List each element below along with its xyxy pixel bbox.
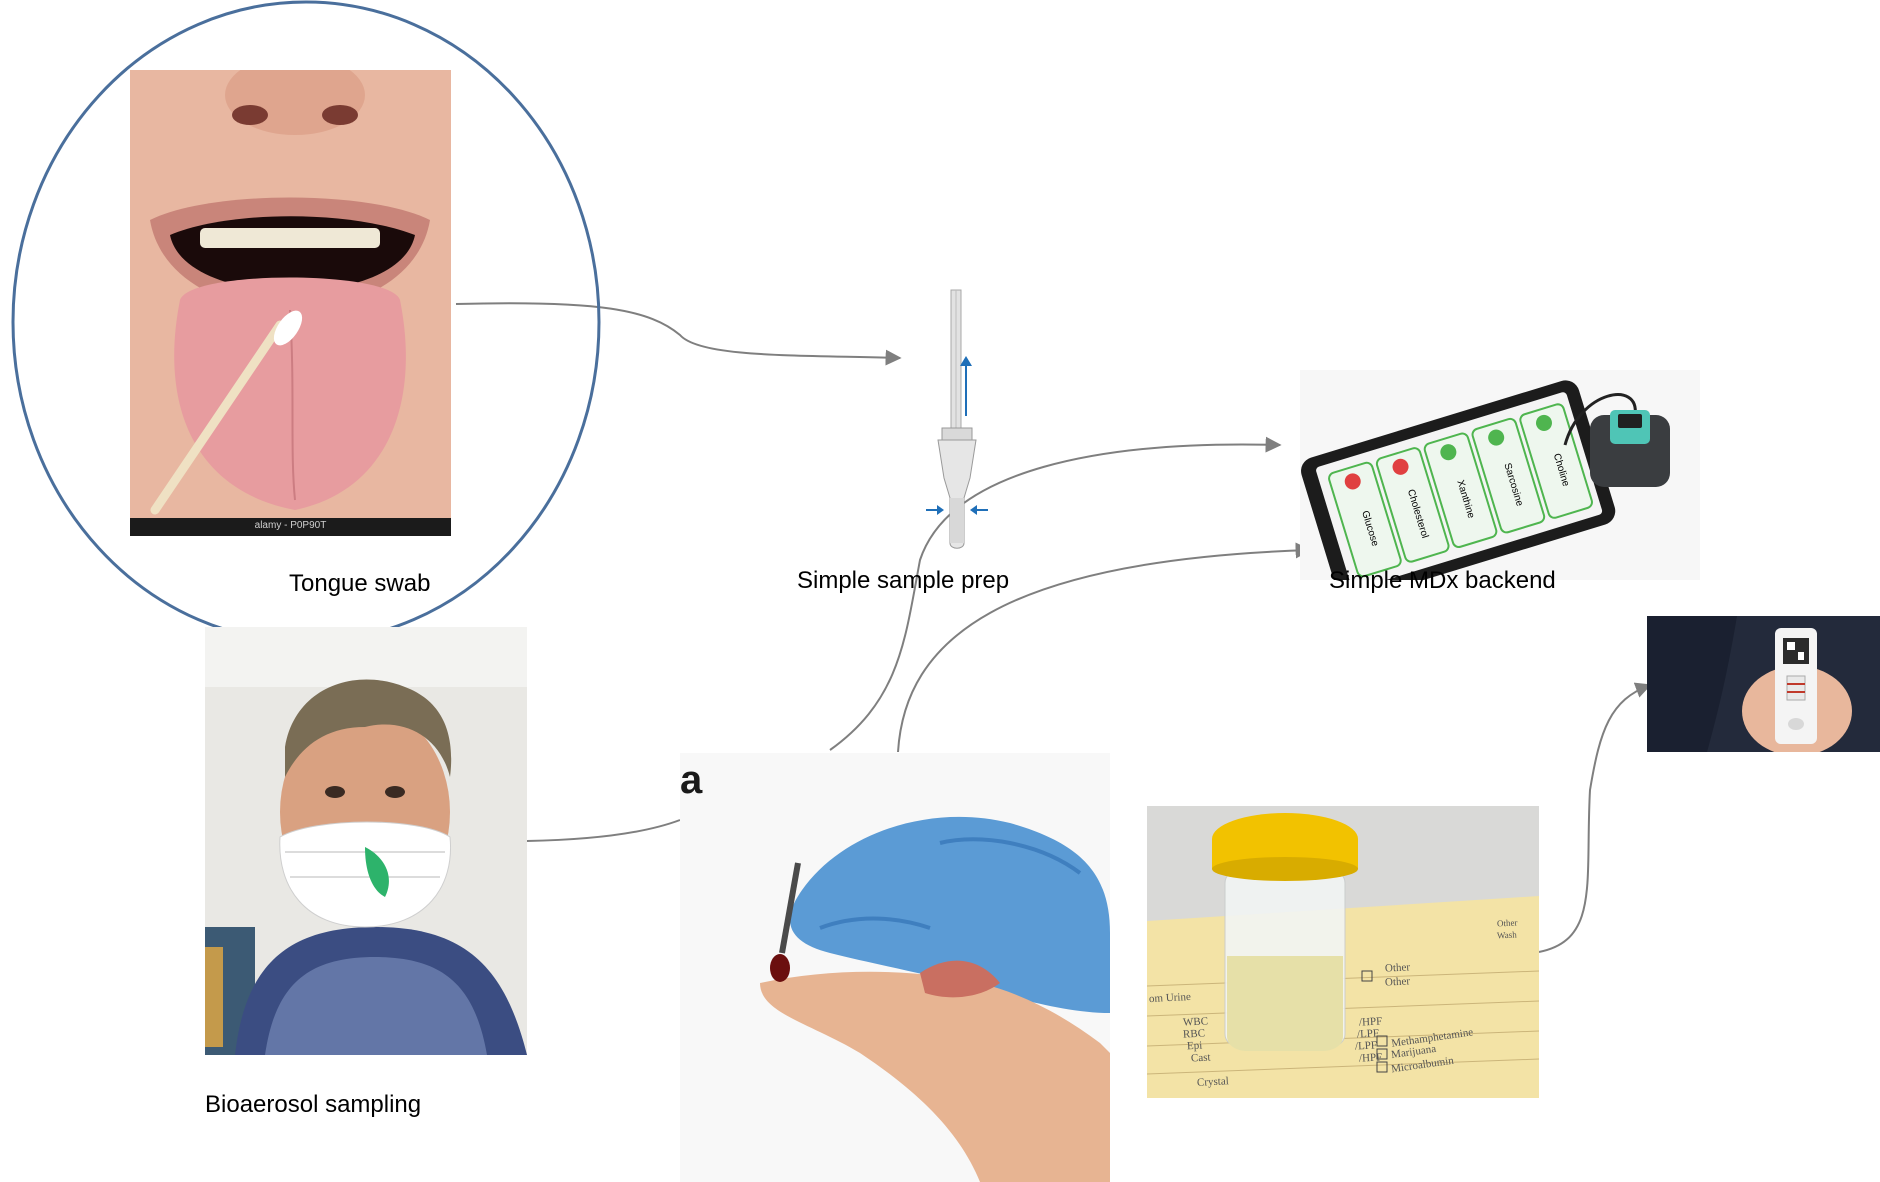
label-sample-prep: Simple sample prep (797, 567, 1009, 595)
form-text: /LPF (1355, 1039, 1378, 1052)
bioaerosol-photo (205, 627, 527, 1055)
form-text: Cast (1191, 1051, 1211, 1064)
form-text: om Urine (1149, 991, 1191, 1005)
label-tongue-swab: Tongue swab (289, 570, 430, 598)
alamy-watermark: alamy - P0P90T (130, 520, 451, 531)
urine-sample-photo: om Urine WBC RBC Epi Cast Crystal /HPF /… (1147, 806, 1539, 1098)
form-text: /HPF (1359, 1015, 1383, 1028)
sample-prep-tube (922, 288, 992, 568)
form-text: Crystal (1197, 1075, 1229, 1089)
form-text: Other (1385, 961, 1411, 974)
form-text: Wash (1497, 929, 1517, 940)
finger-prick-photo: a (680, 753, 1110, 1182)
form-text: Other (1497, 917, 1518, 928)
form-text: Epi (1187, 1040, 1203, 1053)
label-mdx-backend: Simple MDx backend (1329, 567, 1556, 595)
form-text: Other (1385, 975, 1411, 988)
label-bioaerosol: Bioaerosol sampling (205, 1091, 421, 1119)
tongue-swab-photo: alamy - P0P90T (130, 70, 451, 536)
form-text: /HPF (1359, 1051, 1383, 1064)
panel-letter-a: a (680, 758, 702, 803)
mdx-backend-device: Glucose Cholesterol Xanthine Sarcosine C… (1300, 370, 1700, 580)
rapid-test-photo (1647, 616, 1880, 752)
